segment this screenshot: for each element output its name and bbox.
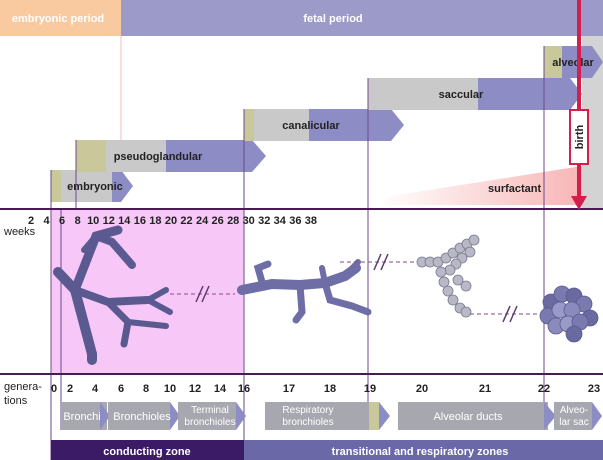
conducting-zone-label: conducting zone xyxy=(103,446,190,458)
week-tick-26: 26 xyxy=(211,215,223,227)
generations-label-line2: tions xyxy=(4,395,28,407)
week-tick-36: 36 xyxy=(289,215,301,227)
segment-bronchi: Bronchi xyxy=(63,411,100,423)
transitional-zone-label: transitional and respiratory zones xyxy=(332,446,509,458)
stage-saccular-label: saccular xyxy=(439,89,484,101)
generation-tick-16: 16 xyxy=(238,383,250,395)
week-tick-34: 34 xyxy=(274,215,287,227)
alveolar-cluster-icon xyxy=(539,285,599,343)
stage-alveolar: alveolar xyxy=(544,46,603,78)
week-tick-32: 32 xyxy=(258,215,270,227)
stage-saccular: saccular xyxy=(368,78,582,110)
break-mark-1 xyxy=(195,285,210,303)
week-tick-4: 4 xyxy=(43,215,50,227)
week-tick-22: 22 xyxy=(180,215,192,227)
break-mark-3 xyxy=(502,305,518,323)
segment-alveolar-sac-line1: Alveo- xyxy=(560,405,588,416)
week-tick-6: 6 xyxy=(59,215,65,227)
week-tick-20: 20 xyxy=(165,215,177,227)
week-tick-38: 38 xyxy=(305,215,317,227)
stage-pseudoglandular-label: pseudoglandular xyxy=(114,151,203,163)
generation-tick-20: 20 xyxy=(416,383,428,395)
generation-tick-22: 22 xyxy=(538,383,550,395)
generations-label-line1: genera- xyxy=(4,381,42,393)
generation-tick-18: 18 xyxy=(324,383,336,395)
generation-tick-23: 23 xyxy=(588,383,600,395)
generation-tick-19: 19 xyxy=(364,383,376,395)
generation-tick-10: 10 xyxy=(164,383,176,395)
stage-pseudoglandular: pseudoglandular xyxy=(76,140,266,172)
saccular-bunch-icon xyxy=(416,234,480,318)
embryonic-period-label: embryonic period xyxy=(12,13,104,25)
generation-tick-0: 0 xyxy=(51,383,57,395)
generation-tick-2: 2 xyxy=(67,383,73,395)
weeks-label: weeks xyxy=(3,226,36,238)
period-header: embryonic period fetal period xyxy=(0,0,603,36)
week-tick-14: 14 xyxy=(118,215,131,227)
conducting-tree-icon xyxy=(53,225,173,365)
segment-alveolar-sac-line2: lar sac xyxy=(559,417,588,428)
fetal-period-bar xyxy=(121,0,603,36)
generation-tick-6: 6 xyxy=(118,383,124,395)
segment-terminal-line2: bronchioles xyxy=(184,417,235,428)
stage-embryonic-label: embryonic xyxy=(67,181,123,193)
break-mark-2 xyxy=(373,253,389,271)
week-tick-2: 2 xyxy=(28,215,34,227)
segment-alveolar-ducts: Alveolar ducts xyxy=(433,411,503,423)
week-tick-24: 24 xyxy=(196,215,209,227)
week-tick-30: 30 xyxy=(243,215,255,227)
segment-respiratory-line1: Respiratory xyxy=(282,405,333,416)
surfactant-label: surfactant xyxy=(488,183,542,195)
birth-label: birth xyxy=(574,125,586,150)
generation-tick-8: 8 xyxy=(143,383,149,395)
fetal-period-label: fetal period xyxy=(303,13,362,25)
segment-terminal-line1: Terminal xyxy=(191,405,229,416)
stage-marker-lines xyxy=(50,46,545,460)
generation-tick-21: 21 xyxy=(479,383,491,395)
stage-canalicular: canalicular xyxy=(244,109,404,141)
week-tick-8: 8 xyxy=(75,215,81,227)
week-tick-28: 28 xyxy=(227,215,239,227)
week-tick-10: 10 xyxy=(87,215,99,227)
generation-tick-12: 12 xyxy=(189,383,201,395)
canalicular-tree-icon xyxy=(237,259,372,324)
week-tick-12: 12 xyxy=(103,215,115,227)
generation-tick-17: 17 xyxy=(283,383,295,395)
surfactant-wedge xyxy=(378,166,582,205)
stage-canalicular-label: canalicular xyxy=(282,120,340,132)
week-tick-16: 16 xyxy=(134,215,146,227)
segment-respiratory-line2: bronchioles xyxy=(282,417,333,428)
generation-tick-4: 4 xyxy=(92,383,99,395)
segment-bronchioles: Bronchioles xyxy=(113,411,171,423)
embryonic-period-bar xyxy=(0,0,121,36)
birth-marker: birth xyxy=(569,0,589,210)
transitional-zone-bar xyxy=(244,440,603,460)
conducting-zone-bar xyxy=(51,440,244,460)
stage-embryonic: embryonic xyxy=(51,170,133,202)
stage-alveolar-label: alveolar xyxy=(552,57,594,69)
airway-segments: Bronchi Bronchioles Terminal bronchioles… xyxy=(61,402,602,430)
generation-tick-14: 14 xyxy=(214,383,227,395)
week-tick-18: 18 xyxy=(149,215,161,227)
